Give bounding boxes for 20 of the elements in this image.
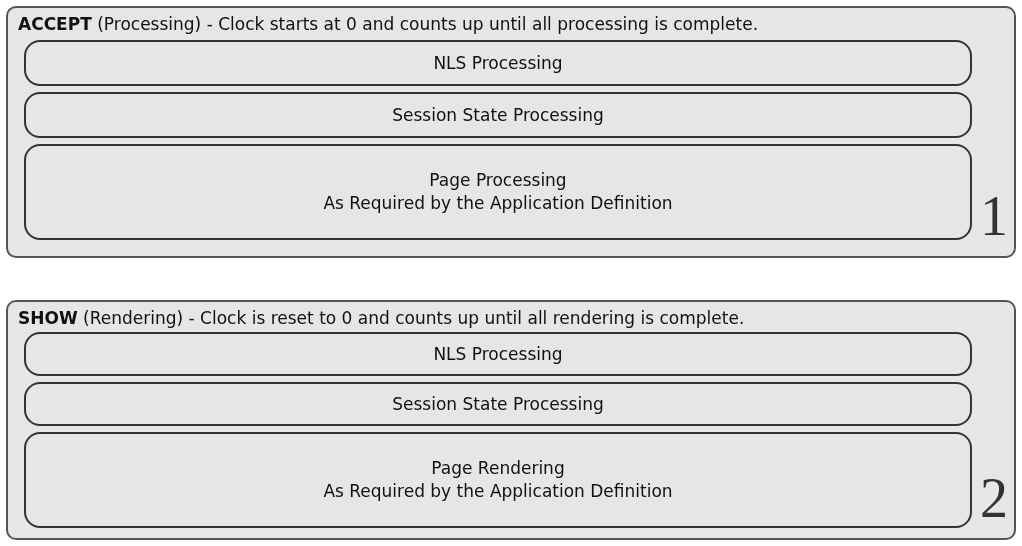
process-bar bbox=[24, 432, 972, 528]
process-label: Page Processing bbox=[429, 169, 567, 192]
process-description: As Required by the Application Definition bbox=[323, 192, 673, 215]
process-label: NLS Processing bbox=[433, 342, 563, 366]
process-bar bbox=[24, 332, 972, 376]
process-label: Session State Processing bbox=[392, 392, 604, 416]
phase-panel bbox=[6, 300, 1016, 540]
process-description: As Required by the Application Definition bbox=[323, 480, 673, 503]
process-bar bbox=[24, 92, 972, 138]
phase-number: 1 bbox=[980, 188, 1008, 244]
process-label: Page Rendering bbox=[431, 457, 565, 480]
phase-number: 2 bbox=[980, 470, 1008, 526]
process-bar bbox=[24, 382, 972, 426]
process-label: Session State Processing bbox=[392, 103, 604, 127]
process-label: NLS Processing bbox=[433, 51, 563, 75]
process-bar bbox=[24, 40, 972, 86]
phase-heading: SHOW (Rendering) - Clock is reset to 0 and counts up until all rendering is complete. bbox=[18, 308, 745, 328]
phase-panel bbox=[6, 6, 1016, 258]
phase-heading: ACCEPT (Processing) - Clock starts at 0 and counts up until all processing is complete. bbox=[18, 14, 759, 34]
process-bar bbox=[24, 144, 972, 240]
